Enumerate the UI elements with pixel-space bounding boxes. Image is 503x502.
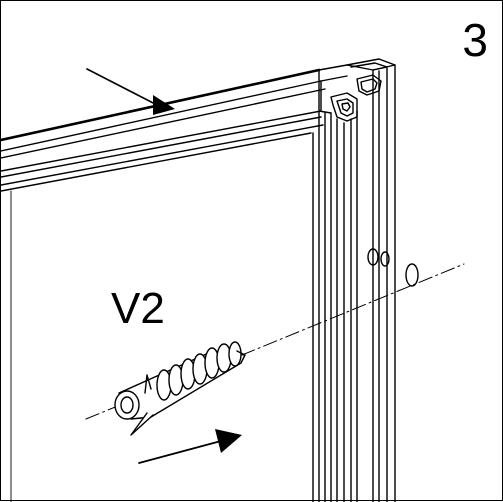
part-label: V2 xyxy=(111,284,165,333)
top-profile xyxy=(1,64,358,192)
wall-plug-icon xyxy=(114,341,246,436)
wall-profile xyxy=(312,58,419,502)
arrow-icon xyxy=(86,68,175,115)
direction-arrow-icon xyxy=(138,429,242,464)
step-number: 3 xyxy=(462,14,488,66)
